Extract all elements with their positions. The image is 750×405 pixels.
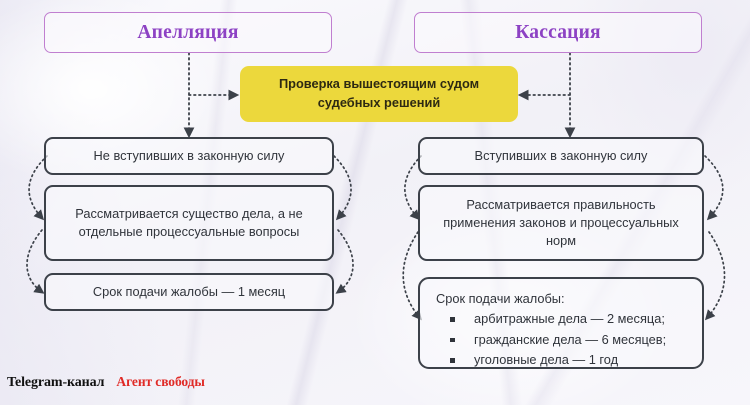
deadline-item-criminal: уголовные дела — 1 год [436,350,692,371]
footer-channel-name: Агент свободы [116,374,205,389]
curve-left-1-2-inner [333,155,352,221]
curve-right-1-2-inner [704,155,724,221]
right-box-2: Рассматривается правильность применения … [418,185,704,261]
header-label-cassation: Кассация [515,21,601,43]
curve-left-2-3-outer [26,229,45,294]
deadline-list-title: Срок подачи жалобы: [436,291,565,306]
footer-credit: Telegram-канал Агент свободы [7,374,205,391]
right-box-1: Вступивших в законную силу [418,137,704,175]
deadline-list: арбитражные дела — 2 месяца; гражданские… [436,309,692,371]
center-line-2: судебных решений [317,95,441,110]
center-box-label: Проверка вышестоящим судом судебных реше… [279,75,479,112]
center-box-review: Проверка вышестоящим судом судебных реше… [240,66,518,122]
header-box-appeal: Апелляция [44,12,332,53]
right-box-3-deadlines: Срок подачи жалобы: арбитражные дела — 2… [418,277,704,369]
left-box-2: Рассматривается существо дела, а не отде… [44,185,334,261]
header-label-appeal: Апелляция [137,21,239,43]
left-box-3: Срок подачи жалобы — 1 месяц [44,273,334,311]
right-box-2-label: Рассматривается правильность применения … [443,196,679,249]
left-box-2-label: Рассматривается существо дела, а не отде… [75,205,303,239]
left-box-1-label: Не вступивших в законную силу [93,147,285,163]
left-box-3-label: Срок подачи жалобы — 1 месяц [92,283,286,299]
deadline-item-arbitration: арбитражные дела — 2 месяца; [436,309,692,330]
center-line-1: Проверка вышестоящим судом [278,76,480,92]
curve-left-2-3-inner [335,229,354,294]
curve-right-2-3-inner [704,231,726,321]
deadline-item-civil: гражданские дела — 6 месяцев; [436,330,692,351]
left-box-1: Не вступивших в законную силу [44,137,334,175]
right-box-1-label: Вступивших в законную силу [474,147,648,163]
footer-channel-label: Telegram-канал [7,375,105,390]
header-box-cassation: Кассация [414,12,702,53]
